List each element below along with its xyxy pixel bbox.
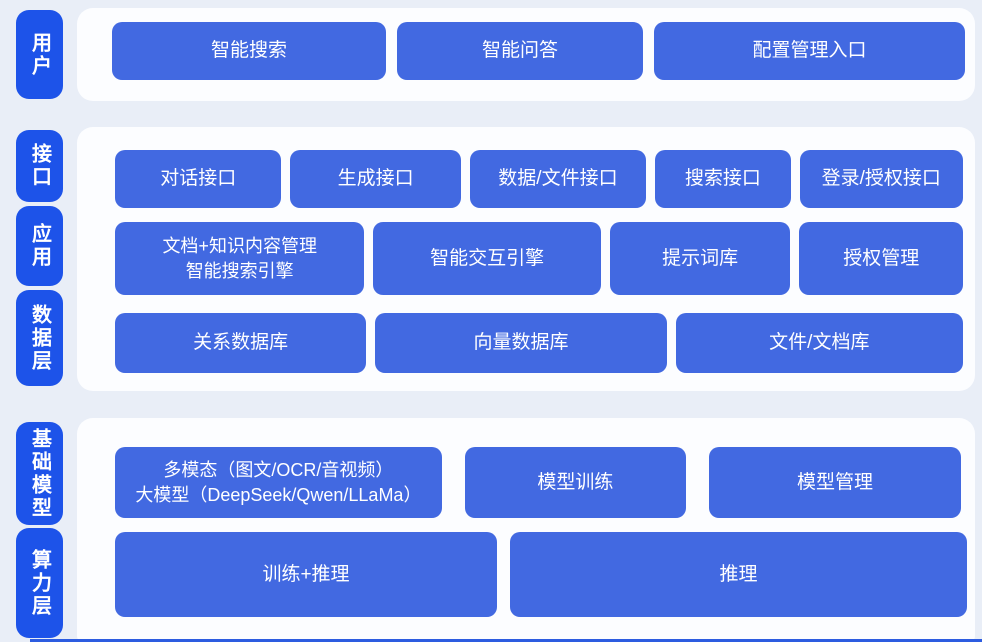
box-model-training: 模型训练 xyxy=(464,447,686,518)
bottom-accent-line xyxy=(30,639,982,642)
panel-base-model-compute: 多模态（图文/OCR/音视频） 大模型（DeepSeek/Qwen/LLaMa）… xyxy=(77,418,975,642)
base-model-row: 多模态（图文/OCR/音视频） 大模型（DeepSeek/Qwen/LLaMa）… xyxy=(115,447,962,518)
compute-row: 训练+推理 推理 xyxy=(115,532,967,617)
layer-label-application: 应用 xyxy=(16,206,63,286)
box-training-inference: 训练+推理 xyxy=(115,532,497,617)
box-relational-database: 关系数据库 xyxy=(115,313,367,373)
interface-row: 对话接口 生成接口 数据/文件接口 搜索接口 登录/授权接口 xyxy=(115,150,963,208)
box-generation-api: 生成接口 xyxy=(290,150,461,208)
layer-label-compute: 算力层 xyxy=(16,528,63,638)
box-smart-qa: 智能问答 xyxy=(397,22,643,80)
box-multimodal-llm: 多模态（图文/OCR/音视频） 大模型（DeepSeek/Qwen/LLaMa） xyxy=(115,447,442,518)
box-inference: 推理 xyxy=(510,532,967,617)
layer-label-user: 用户 xyxy=(16,10,63,99)
box-login-auth-api: 登录/授权接口 xyxy=(799,150,963,208)
application-row: 文档+知识内容管理 智能搜索引擎 智能交互引擎 提示词库 授权管理 xyxy=(115,222,963,295)
box-config-management-entry: 配置管理入口 xyxy=(654,22,965,80)
data-row: 关系数据库 向量数据库 文件/文档库 xyxy=(115,313,963,373)
box-authorization-management: 授权管理 xyxy=(799,222,963,295)
box-data-file-api: 数据/文件接口 xyxy=(469,150,647,208)
panel-user-layer: 智能搜索 智能问答 配置管理入口 xyxy=(77,8,975,101)
box-model-management: 模型管理 xyxy=(708,447,962,518)
user-layer-row: 智能搜索 智能问答 配置管理入口 xyxy=(112,22,965,80)
box-doc-knowledge-search-engine: 文档+知识内容管理 智能搜索引擎 xyxy=(115,222,365,295)
box-dialog-api: 对话接口 xyxy=(115,150,282,208)
box-prompt-library: 提示词库 xyxy=(609,222,791,295)
box-vector-database: 向量数据库 xyxy=(375,313,667,373)
panel-interface-application-data: 对话接口 生成接口 数据/文件接口 搜索接口 登录/授权接口 文档+知识内容管理… xyxy=(77,127,975,391)
layer-label-base-model: 基础模型 xyxy=(16,422,63,525)
box-smart-search: 智能搜索 xyxy=(112,22,386,80)
box-smart-interaction-engine: 智能交互引擎 xyxy=(373,222,601,295)
layer-label-interface: 接口 xyxy=(16,130,63,202)
box-search-api: 搜索接口 xyxy=(655,150,791,208)
layer-label-data: 数据层 xyxy=(16,290,63,386)
box-file-document-store: 文件/文档库 xyxy=(675,313,963,373)
